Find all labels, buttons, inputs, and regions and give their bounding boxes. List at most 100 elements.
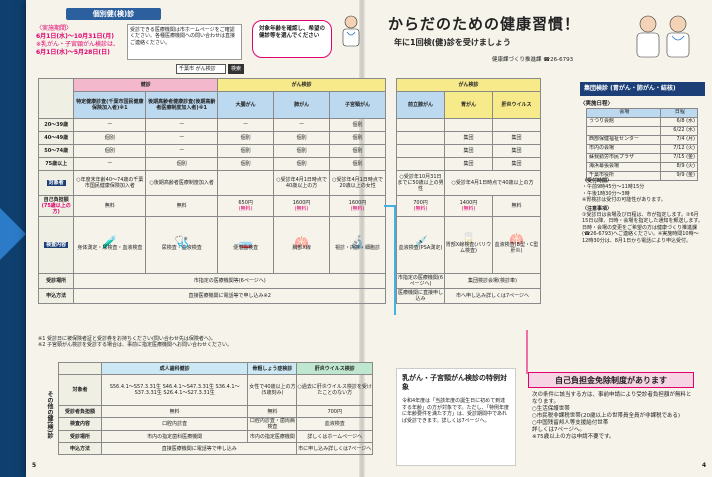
table-row: 集団集団 <box>396 131 541 145</box>
cell: 無料 <box>145 195 219 217</box>
cell: 650円(無料) <box>217 195 275 217</box>
staff-illustration-icon <box>636 15 690 58</box>
cell: 集団 <box>492 131 541 145</box>
content-text: 血液検査(B型・C型肝炎) <box>494 242 539 254</box>
content-text: 身体測定・尿検査・血液検査 <box>77 245 143 251</box>
cell: 口腔内診査・歯周病検査 <box>247 417 298 431</box>
col-header: 大腸がん <box>217 91 275 119</box>
row-label: 検査内容 <box>37 216 75 274</box>
content-text: 尿検査・血液検査 <box>161 245 202 251</box>
prev-arrow-icon[interactable] <box>0 208 26 260</box>
fee: 無料 <box>176 203 187 209</box>
time-label: 〈受付時間〉 <box>582 178 613 184</box>
table-row: 40〜49歳 個別 ー 個別 個別 個別 <box>37 131 386 145</box>
cell: 無料 <box>73 195 147 217</box>
col-header: 成人歯科健診 <box>100 362 249 375</box>
col-header: 特定健康診査(千葉市国民健康保険加入者)※1 <box>73 91 147 119</box>
fee-sub: (無料) <box>413 206 428 212</box>
cell: 市指定の医療機関(6ページへ) <box>396 273 445 289</box>
cell: 医療機関に直接申し込み <box>396 288 445 304</box>
group-header: がん検診 <box>396 78 541 92</box>
exemption-line: ※75歳以上の方は申請不要です。 <box>532 434 615 440</box>
cell: 集団 <box>492 157 541 171</box>
age-cell: 20〜39歳 <box>37 118 75 132</box>
page-number: 5 <box>32 462 37 469</box>
cell <box>444 118 493 132</box>
cell: 個別 <box>217 131 275 145</box>
cell: ー <box>145 131 219 145</box>
cell: 市に申し込み詳しくは7ページへ <box>296 442 373 455</box>
cell: ○受診年4月1日時点で40歳以上の方 <box>444 170 541 196</box>
table-row: 受診者負担額 無料 無料 700円 <box>58 405 373 418</box>
cell: ○年度末年齢40〜74歳の千葉市国民健康保険加入者 <box>73 170 147 196</box>
table-row: 集団集団 <box>396 144 541 158</box>
content-text: 便潜血検査 <box>233 245 259 251</box>
cell: 市へ申し込み詳しくは7ページへ <box>444 288 541 304</box>
checkup-table-right: がん検診 前立腺がん 胃がん 肝炎ウイルス 集団集団 集団集団 集団集団 ○受診… <box>396 78 541 304</box>
footnote: ※2 子宮頸がん検診を受診する場合は、事前に指定医療機関へお問い合わせください。 <box>38 342 232 349</box>
cell: 市内の指定医療機関 <box>247 430 298 443</box>
cell: ○後期高齢者医療制度加入者 <box>145 170 219 196</box>
page-number: 4 <box>702 462 707 469</box>
cell: 700円 <box>296 405 373 418</box>
fee: 1600円 <box>348 200 367 206</box>
cell: 無料 <box>100 405 249 418</box>
connector-line <box>394 205 396 315</box>
cell: 個別 <box>329 144 386 158</box>
cell: 個別 <box>273 157 331 171</box>
cell: 個別 <box>217 144 275 158</box>
notes-label: 〈注意事項〉 <box>582 205 613 212</box>
table-row: 6/22 (水) <box>586 126 699 136</box>
fee: 650円 <box>238 200 253 206</box>
venue: 西部保健福祉センター <box>586 135 661 145</box>
age-cell: 50〜74歳 <box>37 144 75 158</box>
cell: 詳しくはホームページへ <box>296 430 373 443</box>
cell: 1600円(無料) <box>273 195 331 217</box>
content-text: 胃部X線検査(バリウム検査) <box>445 242 492 254</box>
corner-cell <box>37 78 75 119</box>
col-header: 後期高齢者健康診査(後期高齢者医療制度加入者)※1 <box>145 91 219 119</box>
table-row: 700円(無料) 1400円(無料) 無料 <box>396 195 541 217</box>
cell: 集団 <box>444 157 493 171</box>
group-checkup-details: 〈受付時間〉 ・午前9時45分〜11時15分 ・午後1時30分〜3時 ※胃検診は… <box>582 178 704 308</box>
cell: ○過去に肝炎ウイルス検診を受けたことのない方 <box>296 374 373 406</box>
col-header: 骨粗しょう症検診 <box>247 362 298 375</box>
table-row: 医療機関に直接申し込み 市へ申し込み詳しくは7ページへ <box>396 288 541 304</box>
cell: 🫁胸部X線 <box>273 216 331 274</box>
col-header: 肝炎ウイルス検診 <box>296 362 373 375</box>
cell: 直接医療機関に電話等で申し込み <box>100 442 298 455</box>
cell: 個別 <box>329 131 386 145</box>
table-footnotes: ※1 受診日に被保険者証と受診券をお持ちください(問い合わせ先は保険者へ)。 ※… <box>38 336 378 354</box>
date: 9/9 (金) <box>659 171 699 181</box>
fee-sublabel: (75歳以上の方) <box>41 203 71 215</box>
cell: 🧪身体測定・尿検査・血液検査 <box>73 216 147 274</box>
cell: 女性で40歳以上の方(5歳刻み) <box>247 374 298 406</box>
cell: 🫁血液検査(B型・C型肝炎) <box>492 216 541 274</box>
fee-sub: (無料) <box>350 206 365 212</box>
checkup-table-left: 健診 がん検診 特定健康診査(千葉市国民健康保険加入者)※1 後期高齢者健康診査… <box>37 78 386 304</box>
fee-sub: (無料) <box>294 206 309 212</box>
brochure-spread: 個別健(検)診 〈実施期間〉 6月1日(水)〜10月31日(月) ※乳がん・子宮… <box>26 0 712 477</box>
connector-line <box>384 205 396 207</box>
connector-line <box>526 330 528 374</box>
cell: 🩺尿検査・血液検査 <box>145 216 219 274</box>
table-row: 対象者 S56.4.1〜S57.3.31生 S46.4.1〜S47.3.31生 … <box>58 374 373 406</box>
table-row: 市指定の医療機関(6ページへ) 集団検診会場(検診車) <box>396 273 541 289</box>
fee: 700円 <box>413 200 428 206</box>
exemption-line: ○市民税非課税世帯(20歳以上の世帯員全員が非課税である) <box>532 413 681 419</box>
fee: 無料 <box>104 203 115 209</box>
cell: 集団 <box>444 131 493 145</box>
cell: ー <box>145 144 219 158</box>
place-cell: 市指定の医療機関等(6ページへ) <box>73 273 386 289</box>
col-header: 肝炎ウイルス <box>492 91 541 119</box>
group-header: 健診 <box>73 78 219 92</box>
cell: 💉血液検査(PSA測定) <box>396 216 445 274</box>
individual-checkup-title: 個別健(検)診 <box>66 8 161 20</box>
fee-sub: (無料) <box>461 206 476 212</box>
headline: からだのための健康習慣！ <box>388 15 581 33</box>
